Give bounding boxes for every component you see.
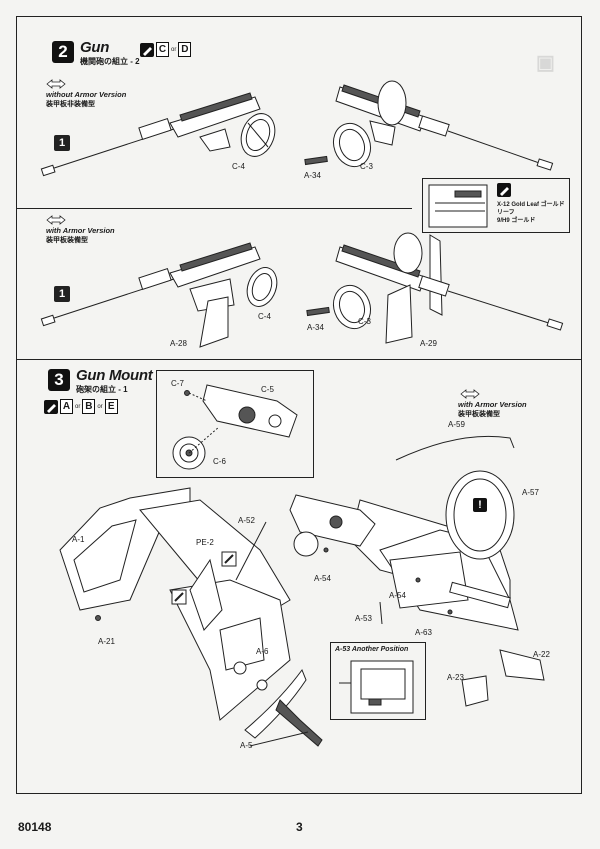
color-box-d: D — [178, 42, 192, 57]
decal-inset: X-12 Gold Leaf ゴールドリーフ 9/H9 ゴールド — [422, 178, 570, 233]
breech-inset: C-7 C-5 C-6 — [156, 370, 314, 478]
gun-drawing-right-armor — [332, 232, 564, 344]
color-box-b: B — [82, 399, 96, 414]
step3-color-key: A or B or E — [44, 399, 118, 414]
gun-mount-drawing — [59, 435, 545, 747]
part-label-c3-a: C-3 — [360, 162, 373, 171]
step2-number-badge: 2 — [52, 41, 74, 63]
part-label-c4-b: C-4 — [258, 312, 271, 321]
inset-part-c5: C-5 — [261, 385, 274, 394]
part-label-a57: A-57 — [522, 488, 539, 497]
divider-step2-variants — [16, 208, 412, 209]
paint-icon — [140, 42, 154, 57]
variant-without-armor-label: without Armor Version — [46, 90, 127, 99]
part-label-a34-b: A-34 — [307, 323, 324, 332]
part-label-a63: A-63 — [415, 628, 432, 637]
double-arrow-icon — [46, 79, 66, 89]
page-number: 3 — [296, 820, 303, 834]
part-label-a22: A-22 — [533, 650, 550, 659]
part-label-a34-a: A-34 — [304, 171, 321, 180]
part-label-c3-b: C-3 — [358, 317, 371, 326]
step3-variant-label-jp: 装甲板装備型 — [458, 411, 500, 418]
variant-without-armor-label-jp: 装甲板非装備型 — [46, 101, 95, 108]
divider-step2-step3 — [16, 359, 582, 360]
double-arrow-icon-3 — [460, 389, 480, 399]
double-arrow-icon-2 — [46, 215, 66, 225]
a53-position-inset: A-53 Another Position — [330, 642, 426, 720]
decal-note-line2: 9/H9 ゴールド — [497, 218, 536, 224]
step3-variant-with-armor: with Armor Version 装甲板装備型 — [458, 400, 527, 419]
part-label-a54-a: A-54 — [314, 574, 331, 583]
part-label-a53: A-53 — [355, 614, 372, 623]
gun-drawing-left-no-armor — [40, 92, 276, 177]
variant-with-armor-label: with Armor Version — [46, 226, 115, 235]
subassembly-badge-1a: 1 — [54, 135, 70, 151]
part-a34-a — [304, 155, 328, 166]
or-text-3: or — [97, 403, 103, 410]
bleed-through-mark: ▣ — [536, 52, 555, 74]
decal-note-line1: X-12 Gold Leaf ゴールドリーフ — [497, 202, 565, 216]
step3-title: Gun Mount — [76, 367, 153, 384]
part-label-a28: A-28 — [170, 339, 187, 348]
inset-part-c7: C-7 — [171, 379, 184, 388]
decal-paint-icon — [497, 183, 511, 197]
part-label-a1: A-1 — [72, 535, 85, 544]
step2-title: Gun — [80, 39, 110, 56]
gun-drawing-right-no-armor — [332, 80, 554, 171]
decal-inset-drawing — [428, 184, 488, 228]
or-text-2: or — [75, 403, 81, 410]
color-box-e: E — [104, 399, 118, 414]
step2-color-key: C or D — [140, 42, 192, 57]
drill-icon-2 — [171, 589, 187, 605]
color-box-c: C — [156, 42, 169, 57]
part-label-a21: A-21 — [98, 637, 115, 646]
breech-inset-drawing — [172, 384, 298, 470]
part-a34-b — [306, 306, 330, 317]
step3-number-badge: 3 — [48, 369, 70, 391]
variant-with-armor-label-jp: 装甲板装備型 — [46, 237, 88, 244]
kit-number: 80148 — [18, 820, 52, 834]
or-text: or — [171, 46, 177, 53]
inset-part-c6: C-6 — [213, 457, 226, 466]
a53-inset-drawing — [339, 660, 414, 714]
decal-note: X-12 Gold Leaf ゴールドリーフ 9/H9 ゴールド — [497, 201, 569, 225]
part-label-a59: A-59 — [448, 420, 465, 429]
color-box-a: A — [60, 399, 73, 414]
variant-without-armor: without Armor Version 装甲板非装備型 — [46, 90, 126, 109]
part-label-a5: A-5 — [240, 741, 253, 750]
step3-variant-label: with Armor Version — [458, 400, 527, 409]
variant-with-armor: with Armor Version 装甲板装備型 — [46, 226, 115, 245]
drill-icon — [221, 551, 237, 567]
gun-drawing-left-armor — [40, 242, 278, 348]
part-label-a23: A-23 — [447, 673, 464, 682]
part-label-a54-b: A-54 — [389, 591, 406, 600]
page-frame — [16, 16, 582, 794]
step2-subtitle: 機関砲の組立 - 2 — [80, 57, 140, 66]
part-label-pe2: PE-2 — [196, 538, 214, 547]
exclamation-icon: ! — [473, 498, 487, 512]
step3-subtitle: 砲架の組立 - 1 — [76, 385, 128, 394]
part-label-a29: A-29 — [420, 339, 437, 348]
part-label-a6: A-6 — [256, 647, 269, 656]
a53-inset-title: A-53 Another Position — [335, 646, 409, 653]
paint-icon-2 — [44, 399, 58, 414]
part-label-a52: A-52 — [238, 516, 255, 525]
subassembly-badge-1b: 1 — [54, 286, 70, 302]
part-label-c4-a: C-4 — [232, 162, 245, 171]
